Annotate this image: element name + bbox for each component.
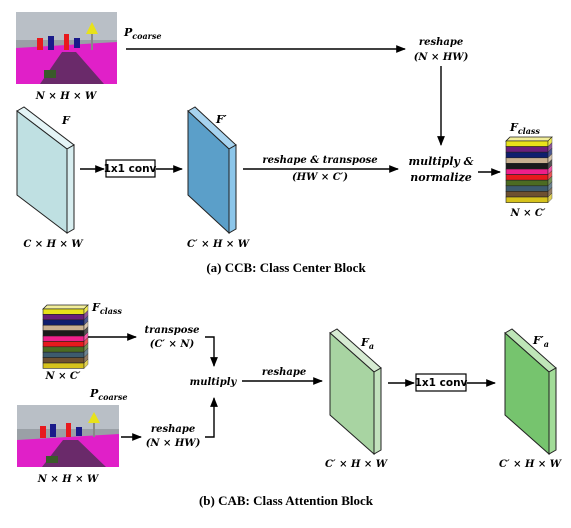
ccb-reshape-top-label: reshape xyxy=(419,37,463,48)
ccb-f-class-stack-top xyxy=(505,136,553,142)
cab-multiply-label: multiply xyxy=(190,377,238,388)
cab-f-a-prime-dim: C′ × H × W xyxy=(499,459,563,470)
ccb-f-class-stripe xyxy=(505,179,549,187)
cab-p-coarse-dim: N × H × W xyxy=(37,474,100,485)
ccb-f-dim: C × H × W xyxy=(23,239,84,250)
ccb-p-coarse-dim: N × H × W xyxy=(35,91,98,102)
ccb-f-label: F xyxy=(61,114,71,127)
cab-p-coarse-image xyxy=(17,405,119,467)
ccb-caption: (a) CCB: Class Center Block xyxy=(206,260,366,275)
cab-f-class-stripe xyxy=(42,351,85,358)
cab-f-a-block xyxy=(329,328,382,456)
ccb-reshape-transpose-dim: (HW × C′) xyxy=(292,172,348,183)
ccb-normalize-label: normalize xyxy=(410,171,472,184)
ccb-f-class-stripe xyxy=(505,146,549,153)
ccb-f-class-stripe xyxy=(505,191,549,198)
ccb-f-prime-label: F′ xyxy=(215,113,227,126)
cab-f-class-stripe xyxy=(42,357,85,364)
ccb-f-class-stripe xyxy=(505,151,549,159)
ccb-f-class-stripe xyxy=(505,168,549,175)
cab-f-class-stripe xyxy=(42,324,85,331)
ccb-conv-box xyxy=(105,159,156,178)
cab-p-coarse-label: Pcoarse xyxy=(89,387,127,402)
ccb-f-class-stripe xyxy=(505,174,549,181)
ccb-reshape-transpose-label: reshape & transpose xyxy=(262,155,377,166)
cab-f-a-label: Fa xyxy=(360,336,374,351)
ccb-p-coarse-image xyxy=(16,12,117,84)
ccb-f-class-stripe xyxy=(505,185,549,192)
ccb-f-class-stripe xyxy=(505,196,549,203)
cab-f-class-stack xyxy=(42,304,89,370)
ccb-conv-label: 1x1 conv xyxy=(104,163,157,175)
ccb-f-block xyxy=(16,106,75,235)
ccb-f-prime-dim: C′ × H × W xyxy=(187,239,251,250)
cab-reshape-low-label: reshape xyxy=(151,424,195,435)
ccb-f-class-stripe-side xyxy=(547,192,553,204)
cab-f-class-stripe xyxy=(42,308,85,315)
cab-f-a-prime-label: F′a xyxy=(532,334,549,349)
cab-arrow-reshape-multiply xyxy=(205,397,218,438)
cab-transpose-label: transpose xyxy=(145,325,200,336)
ccb-f-class-stripe xyxy=(505,163,549,170)
cab-caption: (b) CAB: Class Attention Block xyxy=(199,493,374,508)
ccb-f-class-label: Fclass xyxy=(509,121,540,136)
cab-f-class-stripe xyxy=(42,335,85,342)
cab-f-class-label: Fclass xyxy=(91,301,122,316)
cab-f-a-dim: C′ × H × W xyxy=(325,459,389,470)
cab-f-a-prime-block xyxy=(504,328,557,456)
cab-f-class-stripe xyxy=(42,314,85,321)
cab-reshape-mid-label: reshape xyxy=(262,367,306,378)
cab-conv-label: 1x1 conv xyxy=(415,377,468,389)
cab-reshape-low-dim: (N × HW) xyxy=(146,438,201,449)
ccb-f-class-stack xyxy=(505,136,553,204)
cab-f-class-stripe-side xyxy=(83,358,89,370)
cab-f-class-stripe xyxy=(42,341,85,348)
cab-arrow-transpose-multiply xyxy=(205,336,218,367)
ccb-f-prime-block xyxy=(187,106,237,235)
ccb-multiply-label: multiply & xyxy=(408,155,473,168)
cab-f-class-dim: N × C′ xyxy=(44,371,80,382)
cab-f-class-stripe xyxy=(42,362,85,369)
ccb-f-class-dim: N × C′ xyxy=(509,208,545,219)
cab-f-class-stripe xyxy=(42,319,85,326)
cab-f-class-stack-top xyxy=(42,304,89,310)
cab-f-class-stripe xyxy=(42,346,85,353)
ccb-p-coarse-label: Pcoarse xyxy=(123,26,161,41)
cab-transpose-dim: (C′ × N) xyxy=(150,339,195,350)
ccb-f-class-stripe xyxy=(505,140,549,147)
ccb-f-class-stripe xyxy=(505,157,549,164)
ccb-reshape-top-dim: (N × HW) xyxy=(414,52,469,63)
cab-f-class-stripe xyxy=(42,330,85,337)
cab-conv-box xyxy=(415,373,467,392)
